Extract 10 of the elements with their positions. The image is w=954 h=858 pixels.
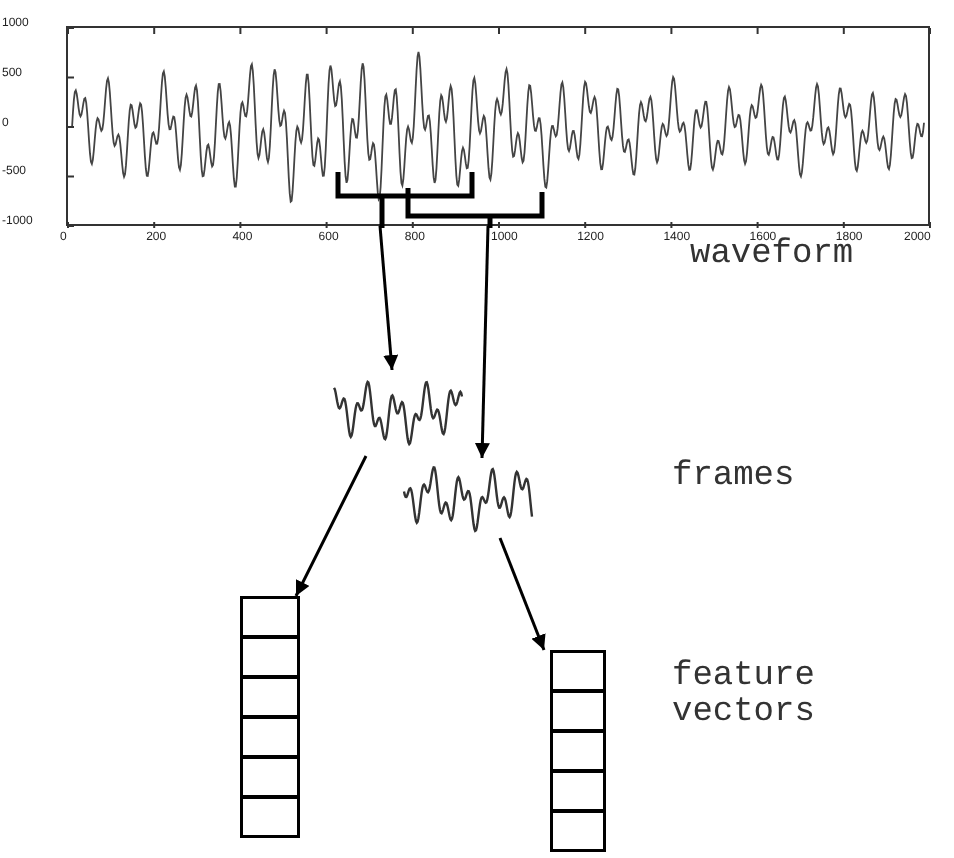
feature-vectors-caption: feature vectors — [672, 660, 817, 732]
feature-vector — [550, 650, 606, 850]
arrow — [294, 455, 368, 597]
waveform-caption: waveform — [690, 238, 854, 274]
arrow — [378, 225, 399, 371]
waveform-plot — [66, 26, 930, 226]
feature-vector — [240, 596, 300, 836]
frames-caption: frames — [672, 460, 795, 496]
arrow — [474, 225, 490, 459]
arrow — [498, 537, 546, 651]
